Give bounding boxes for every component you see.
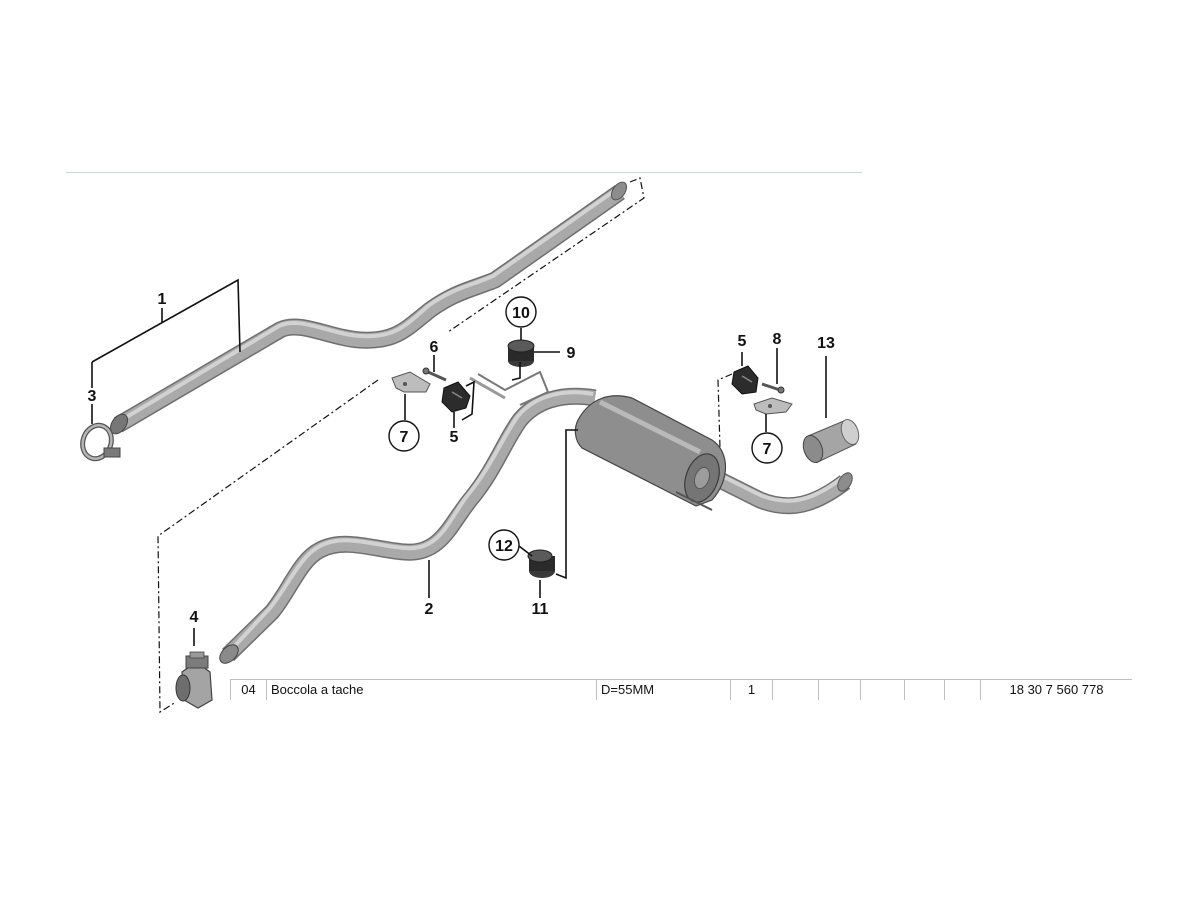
info-part-number: 18 30 7 560 778 bbox=[980, 680, 1132, 700]
callout-1[interactable]: 1 bbox=[158, 291, 167, 308]
info-empty-1 bbox=[772, 680, 818, 700]
leader-lines bbox=[91, 177, 827, 714]
info-empty-5 bbox=[944, 680, 980, 700]
callout-7-left[interactable]: 7 bbox=[388, 420, 420, 452]
callout-6[interactable]: 6 bbox=[430, 339, 439, 356]
part-8-bolt[interactable] bbox=[761, 382, 785, 394]
info-position: 04 bbox=[230, 680, 266, 700]
part-3-pipe-clamp[interactable] bbox=[78, 421, 121, 463]
info-spec: D=55MM bbox=[596, 680, 730, 700]
part-6-bolt[interactable] bbox=[422, 367, 447, 382]
callout-3[interactable]: 3 bbox=[88, 388, 97, 405]
callout-7-right[interactable]: 7 bbox=[751, 432, 783, 464]
callout-9[interactable]: 9 bbox=[567, 345, 576, 362]
info-empty-3 bbox=[860, 680, 904, 700]
part-1-front-pipe[interactable] bbox=[107, 179, 630, 437]
callout-13[interactable]: 13 bbox=[817, 335, 835, 352]
part-5-rubber-mount-left[interactable] bbox=[441, 381, 471, 413]
part-4-sleeve-clamp[interactable] bbox=[175, 651, 213, 709]
parts-info-row[interactable]: 04 Boccola a tache D=55MM 1 18 30 7 560 … bbox=[230, 679, 1132, 700]
callout-4[interactable]: 4 bbox=[190, 609, 199, 626]
part-9-rubber-buffer[interactable] bbox=[507, 339, 535, 367]
part-11-rubber-buffer[interactable] bbox=[527, 549, 555, 578]
info-empty-2 bbox=[818, 680, 860, 700]
callout-2[interactable]: 2 bbox=[425, 601, 434, 618]
callout-5-right[interactable]: 5 bbox=[738, 333, 747, 350]
svg-text:7: 7 bbox=[763, 441, 772, 458]
callout-11[interactable]: 11 bbox=[532, 601, 549, 618]
callout-5-left[interactable]: 5 bbox=[450, 429, 459, 446]
callout-labels: 1 3 6 5 9 5 8 13 2 11 4 7 7 10 12 bbox=[88, 291, 835, 626]
info-empty-4 bbox=[904, 680, 944, 700]
part-7-bracket-left[interactable] bbox=[391, 371, 431, 393]
svg-text:10: 10 bbox=[512, 305, 530, 322]
top-divider bbox=[66, 172, 862, 173]
callout-12[interactable]: 12 bbox=[488, 529, 520, 561]
callout-8[interactable]: 8 bbox=[773, 331, 782, 348]
part-2-rear-pipe[interactable] bbox=[216, 370, 855, 667]
muffler bbox=[574, 395, 726, 511]
callout-10[interactable]: 10 bbox=[505, 296, 537, 328]
info-description: Boccola a tache bbox=[266, 680, 596, 700]
svg-text:7: 7 bbox=[400, 429, 409, 446]
info-quantity: 1 bbox=[730, 680, 772, 700]
svg-text:12: 12 bbox=[495, 538, 513, 555]
part-7-bracket-right[interactable] bbox=[753, 397, 793, 415]
part-13-tailpipe-trim[interactable] bbox=[800, 417, 862, 465]
part-5-rubber-mount-right[interactable] bbox=[731, 365, 759, 395]
